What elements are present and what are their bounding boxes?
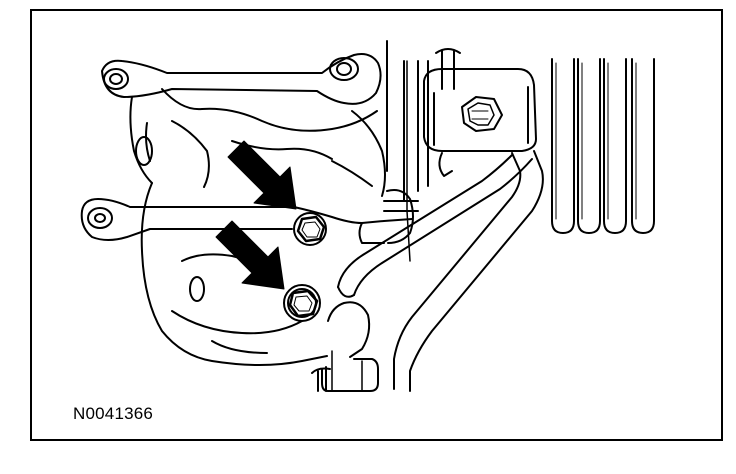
arrow-down-right-icon (215, 220, 285, 290)
mechanical-illustration (80, 40, 655, 392)
mount-stub (311, 366, 331, 392)
upper-bracket (101, 53, 382, 184)
transmission-case (135, 110, 386, 366)
arrow-down-right-icon (227, 140, 297, 210)
lower-bolt (283, 284, 321, 322)
cooler-fins (551, 58, 655, 234)
figure-id-label: N0041366 (73, 404, 154, 423)
illustration-frame: N0041366 (30, 9, 723, 441)
tube-clamp (423, 68, 537, 177)
lower-bracket (80, 189, 419, 244)
cooler-lines (321, 150, 544, 392)
clamp-bolt (461, 96, 503, 132)
upper-bolt (293, 212, 327, 246)
